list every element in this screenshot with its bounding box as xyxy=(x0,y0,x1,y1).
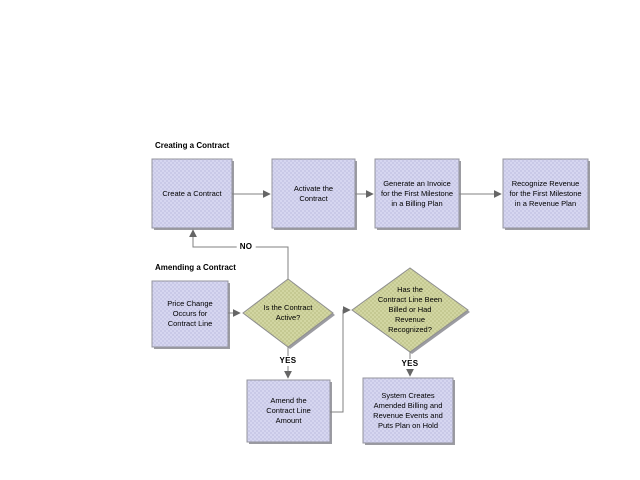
node-system-creates-shape xyxy=(362,377,454,444)
node-price-change-shape xyxy=(151,280,229,348)
node-activate-contract-shape xyxy=(271,158,356,229)
edge-label-yes-active: YES xyxy=(276,356,300,366)
section-title-creating-contract: Creating a Contract xyxy=(155,141,230,150)
edge-label-yes-billed: YES xyxy=(398,359,422,369)
node-amend-line-shape xyxy=(246,379,331,443)
decision-contract-active-shape xyxy=(242,278,334,348)
node-recognize-revenue-shape xyxy=(502,158,589,229)
decision-line-billed-shape xyxy=(351,267,469,353)
node-generate-invoice-shape xyxy=(374,158,460,229)
edge-amend-to-billed xyxy=(330,306,351,413)
node-create-contract-shape xyxy=(151,158,233,229)
edge-label-no: NO xyxy=(236,242,256,252)
section-title-amending-contract: Amending a Contract xyxy=(155,263,236,272)
